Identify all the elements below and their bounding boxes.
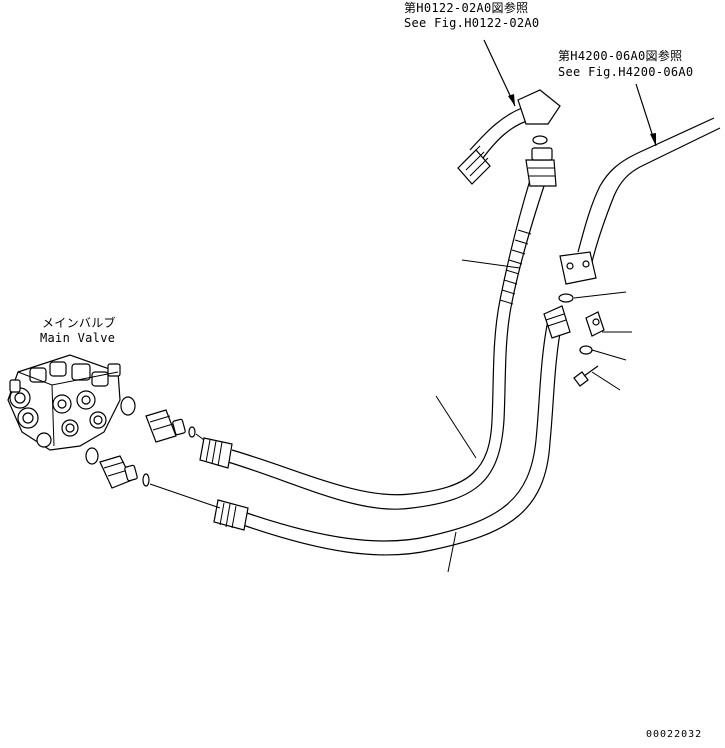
ref-h0122-en: See Fig.H0122-02A0	[404, 16, 540, 30]
lower-adapter	[99, 455, 150, 489]
washer	[579, 345, 593, 355]
main-valve	[7, 354, 121, 451]
elbow-fitting	[457, 89, 561, 185]
callout-leader	[591, 371, 621, 391]
o-ring	[85, 447, 99, 465]
arrow-head	[650, 133, 656, 146]
callout-leader	[435, 395, 477, 459]
callout-leader	[447, 531, 457, 573]
leader-line	[149, 483, 221, 509]
split-flange	[585, 311, 605, 337]
callout-leader	[591, 349, 627, 361]
arrow-head	[508, 94, 515, 106]
hose-lower	[213, 305, 571, 556]
drawing-number: 00022032	[646, 729, 703, 740]
main-valve-label-jp: メインバルブ	[42, 316, 116, 330]
callout-leader	[573, 291, 627, 299]
callout-leader	[483, 39, 516, 107]
main-valve-label-en: Main Valve	[40, 331, 116, 345]
callout-leader	[461, 259, 521, 269]
hose-upper	[199, 147, 557, 510]
right-tube	[558, 117, 721, 303]
o-ring	[120, 396, 136, 416]
leader-line	[195, 433, 205, 441]
upper-adapter	[145, 409, 196, 443]
bolt	[573, 365, 599, 387]
ref-h0122-jp: 第H0122-02A0図参照	[404, 1, 529, 15]
ref-h4200-jp: 第H4200-06A0図参照	[558, 49, 683, 63]
ref-h4200-en: See Fig.H4200-06A0	[558, 65, 694, 79]
